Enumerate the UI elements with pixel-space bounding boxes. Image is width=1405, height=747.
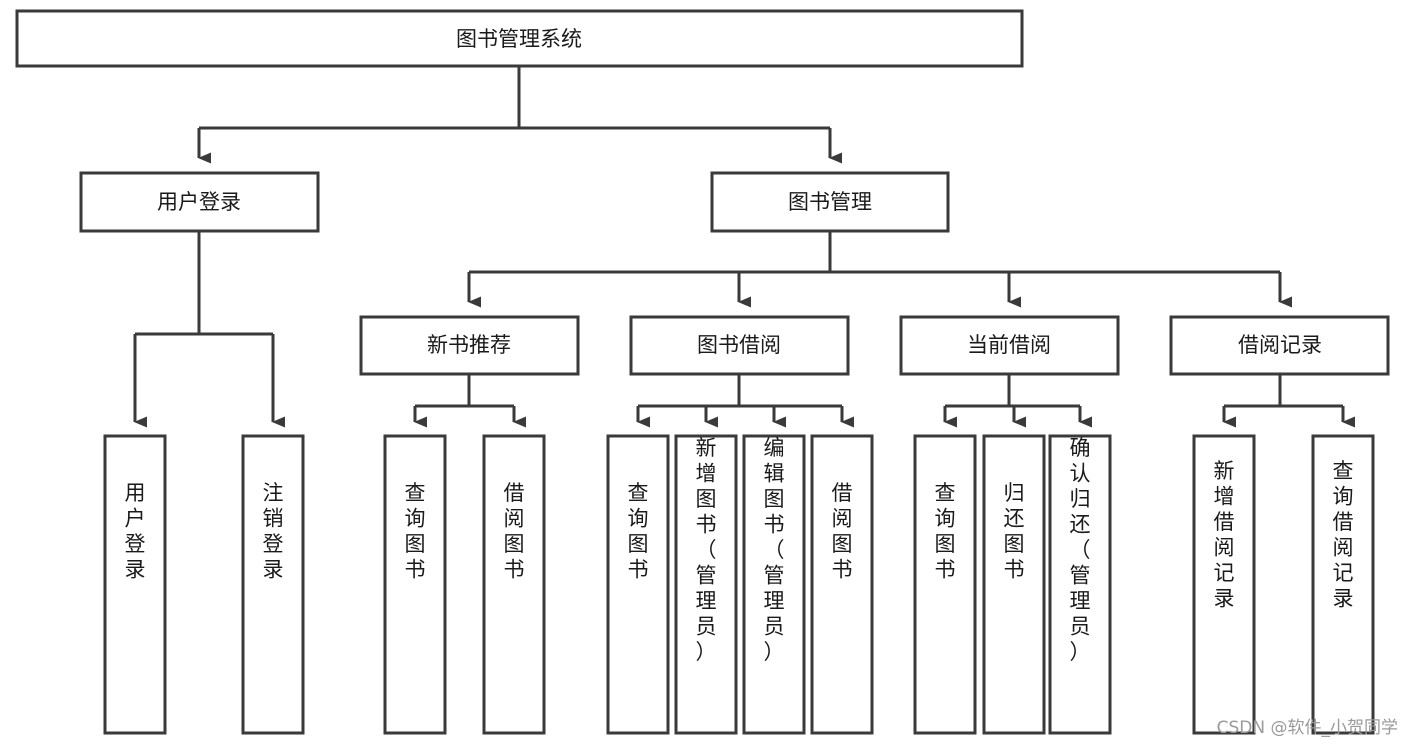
node-book-borrow[interactable]: 图书借阅 [629,315,850,376]
node-leaf-confirm-return-label: 确认归还（管理员） [1070,436,1091,664]
node-book-manage[interactable]: 图书管理 [710,171,950,233]
node-new-book-recommend-label: 新书推荐 [427,333,511,357]
node-leaf-user-login-label: 用户登录 [125,481,146,582]
node-leaf-borrow-book-1-box [482,434,546,735]
node-leaf-query-book-1-label: 查询图书 [405,481,426,582]
node-leaf-user-login[interactable]: 用户登录 [103,434,167,735]
node-leaf-edit-book-box [742,434,806,735]
node-leaf-query-book-1-box [383,434,447,735]
node-borrow-record[interactable]: 借阅记录 [1169,315,1390,376]
node-leaf-query-record[interactable]: 查询借阅记录 [1311,434,1375,735]
node-leaf-add-book[interactable]: 新增图书（管理员） [674,434,738,735]
node-leaf-query-book-1[interactable]: 查询图书 [383,434,447,735]
node-leaf-query-book-3[interactable]: 查询图书 [913,434,977,735]
node-book-borrow-box [629,315,850,376]
node-leaf-borrow-book-1-label: 借阅图书 [504,481,525,582]
node-root-box [15,9,1024,68]
node-leaf-return-book-box [982,434,1046,735]
node-leaf-borrow-book-2[interactable]: 借阅图书 [810,434,874,735]
node-root[interactable]: 图书管理系统 [15,9,1024,68]
node-leaf-return-book-label: 归还图书 [1004,481,1025,582]
node-book-manage-label: 图书管理 [788,190,872,214]
node-current-borrow[interactable]: 当前借阅 [899,315,1120,376]
node-leaf-confirm-return-box [1048,434,1112,735]
node-leaf-user-login-box [103,434,167,735]
node-leaf-confirm-return[interactable]: 确认归还（管理员） [1048,434,1112,735]
node-leaf-add-record-label: 新增借阅记录 [1214,459,1235,611]
node-leaf-query-book-2[interactable]: 查询图书 [606,434,670,735]
node-new-book-recommend[interactable]: 新书推荐 [359,315,580,376]
node-root-label: 图书管理系统 [456,27,582,51]
node-leaf-logout-login-label: 注销登录 [263,481,284,582]
node-leaf-query-book-3-box [913,434,977,735]
node-leaf-query-book-2-box [606,434,670,735]
node-leaf-query-record-box [1311,434,1375,735]
node-leaf-logout-login[interactable]: 注销登录 [241,434,305,735]
node-leaf-borrow-book-1[interactable]: 借阅图书 [482,434,546,735]
node-leaf-add-record[interactable]: 新增借阅记录 [1192,434,1256,735]
node-leaf-query-book-2-label: 查询图书 [628,481,649,582]
node-current-borrow-box [899,315,1120,376]
node-leaf-add-record-box [1192,434,1256,735]
node-leaf-edit-book[interactable]: 编辑图书（管理员） [742,434,806,735]
node-leaf-add-book-box [674,434,738,735]
node-leaf-return-book[interactable]: 归还图书 [982,434,1046,735]
node-leaf-logout-login-box [241,434,305,735]
node-leaf-query-record-label: 查询借阅记录 [1333,459,1354,611]
node-leaf-borrow-book-2-box [810,434,874,735]
node-book-borrow-label: 图书借阅 [697,333,781,357]
node-leaf-edit-book-label: 编辑图书（管理员） [764,436,785,664]
node-new-book-recommend-box [359,315,580,376]
node-leaf-borrow-book-2-label: 借阅图书 [832,481,853,582]
node-current-borrow-label: 当前借阅 [967,333,1051,357]
node-leaf-add-book-label: 新增图书（管理员） [696,436,717,664]
connector-layer [133,66,1355,428]
node-leaf-query-book-3-label: 查询图书 [935,481,956,582]
node-borrow-record-label: 借阅记录 [1238,333,1322,357]
node-user-login-label: 用户登录 [157,190,241,214]
csdn-watermark: CSDN @软件_小贺同学 [1217,718,1398,738]
node-user-login-box [79,171,320,233]
node-user-login[interactable]: 用户登录 [79,171,320,233]
node-book-manage-box [710,171,950,233]
node-borrow-record-box [1169,315,1390,376]
